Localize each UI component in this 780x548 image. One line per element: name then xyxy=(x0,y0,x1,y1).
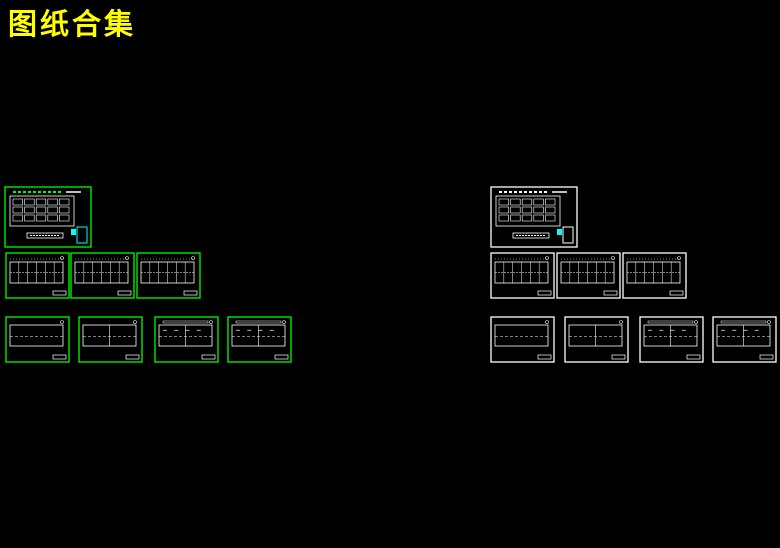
sheet-frame xyxy=(5,316,70,363)
sheet-frame xyxy=(564,316,629,363)
sheet-frame xyxy=(227,316,292,363)
sheet-frame xyxy=(712,316,777,363)
drawing-sheet-thumbnail[interactable] xyxy=(564,316,629,363)
sheet-frame xyxy=(70,252,135,299)
drawing-sheet-thumbnail[interactable] xyxy=(154,316,219,363)
page-title: 图纸合集 xyxy=(8,7,137,41)
sheet-frame xyxy=(639,316,704,363)
drawing-sheet-thumbnail[interactable] xyxy=(556,252,621,299)
sheet-set-2 xyxy=(490,186,777,363)
drawing-sheet-thumbnail[interactable] xyxy=(4,186,92,248)
drawing-sheet-thumbnail[interactable] xyxy=(227,316,292,363)
sheet-frame xyxy=(490,252,555,299)
drawing-sheet-thumbnail[interactable] xyxy=(5,316,70,363)
drawing-sheet-thumbnail[interactable] xyxy=(70,252,135,299)
drawing-sheet-thumbnail[interactable] xyxy=(622,252,687,299)
drawing-sheet-thumbnail[interactable] xyxy=(490,252,555,299)
drawing-sheet-thumbnail[interactable] xyxy=(136,252,201,299)
sheet-frame xyxy=(78,316,143,363)
drawing-sheet-thumbnail[interactable] xyxy=(639,316,704,363)
sheet-frame xyxy=(5,252,70,299)
sheet-frame xyxy=(136,252,201,299)
drawing-sheet-thumbnail[interactable] xyxy=(5,252,70,299)
drawing-sheet-thumbnail[interactable] xyxy=(712,316,777,363)
sheet-frame xyxy=(154,316,219,363)
sheet-frame xyxy=(490,316,555,363)
sheet-frame xyxy=(556,252,621,299)
drawing-sheet-thumbnail[interactable] xyxy=(490,186,578,248)
drawing-sheet-thumbnail[interactable] xyxy=(78,316,143,363)
sheet-set-1 xyxy=(4,186,292,363)
drawing-sheet-thumbnail[interactable] xyxy=(490,316,555,363)
sheet-frame xyxy=(622,252,687,299)
